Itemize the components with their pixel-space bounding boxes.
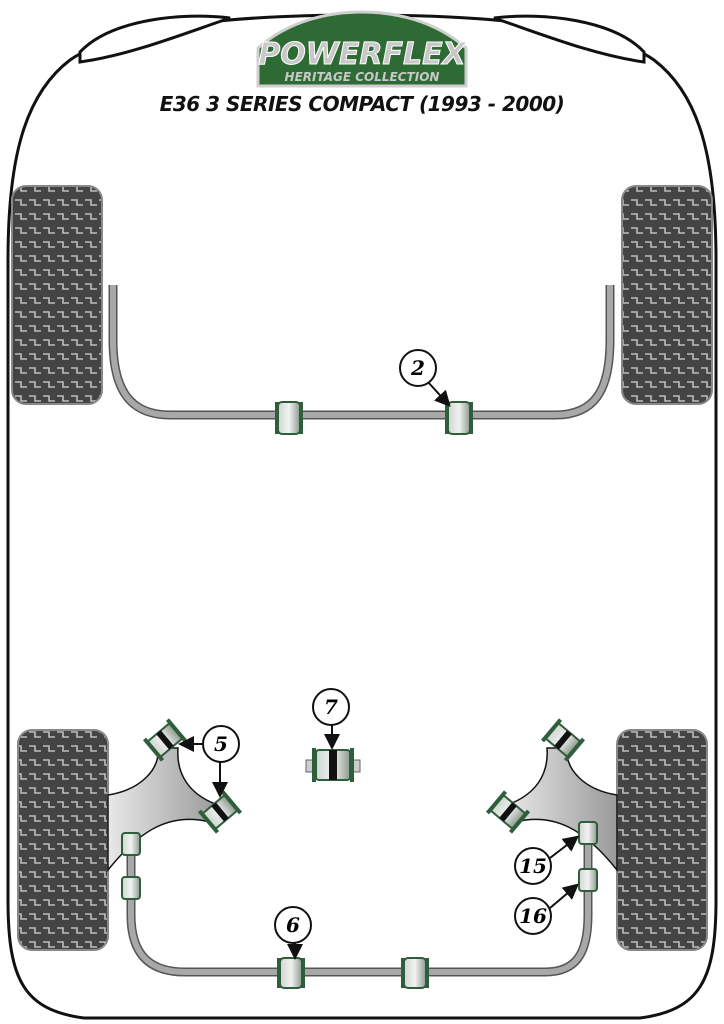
arm-bushing-left-upper <box>142 718 188 762</box>
center-mount-bushing <box>305 748 361 782</box>
rear-left-tyre <box>17 729 109 951</box>
front-anti-roll-bar <box>108 285 615 420</box>
front-right-tyre <box>621 185 713 405</box>
svg-text:5: 5 <box>214 732 228 756</box>
callout-2[interactable]: 2 <box>399 349 451 407</box>
svg-text:2: 2 <box>410 356 425 380</box>
rear-bar-bushing-right <box>401 957 429 989</box>
powerflex-logo: POWERFLEX HERITAGE COLLECTION <box>256 10 468 88</box>
arm-bushing-right-upper <box>540 718 586 762</box>
svg-text:POWERFLEX: POWERFLEX <box>258 37 467 72</box>
left-mirror <box>78 14 231 64</box>
svg-text:7: 7 <box>324 695 338 719</box>
drop-link-bushings-left <box>121 832 141 900</box>
svg-text:6: 6 <box>286 913 300 937</box>
front-left-tyre <box>11 185 103 405</box>
front-bar-bushing-right <box>445 401 473 435</box>
arm-bushing-right-lower <box>485 790 531 834</box>
page-title: E36 3 SERIES COMPACT (1993 - 2000) <box>159 92 565 116</box>
rear-anti-roll-bar <box>126 830 593 977</box>
drop-link-bushings-right <box>578 821 598 892</box>
svg-text:16: 16 <box>519 904 547 928</box>
svg-text:15: 15 <box>519 854 547 878</box>
rear-bar-bushing-left <box>277 957 305 989</box>
svg-text:HERITAGE COLLECTION: HERITAGE COLLECTION <box>285 70 440 84</box>
callout-15[interactable]: 15 <box>514 835 580 885</box>
rear-right-tyre <box>616 729 708 951</box>
front-bar-bushing-left <box>275 401 303 435</box>
right-mirror <box>493 14 646 64</box>
callout-16[interactable]: 16 <box>514 883 580 935</box>
callout-7[interactable]: 7 <box>312 688 350 750</box>
callout-5[interactable]: 5 <box>178 725 240 798</box>
car-body-outline <box>6 13 718 1020</box>
callout-6[interactable]: 6 <box>274 906 312 960</box>
